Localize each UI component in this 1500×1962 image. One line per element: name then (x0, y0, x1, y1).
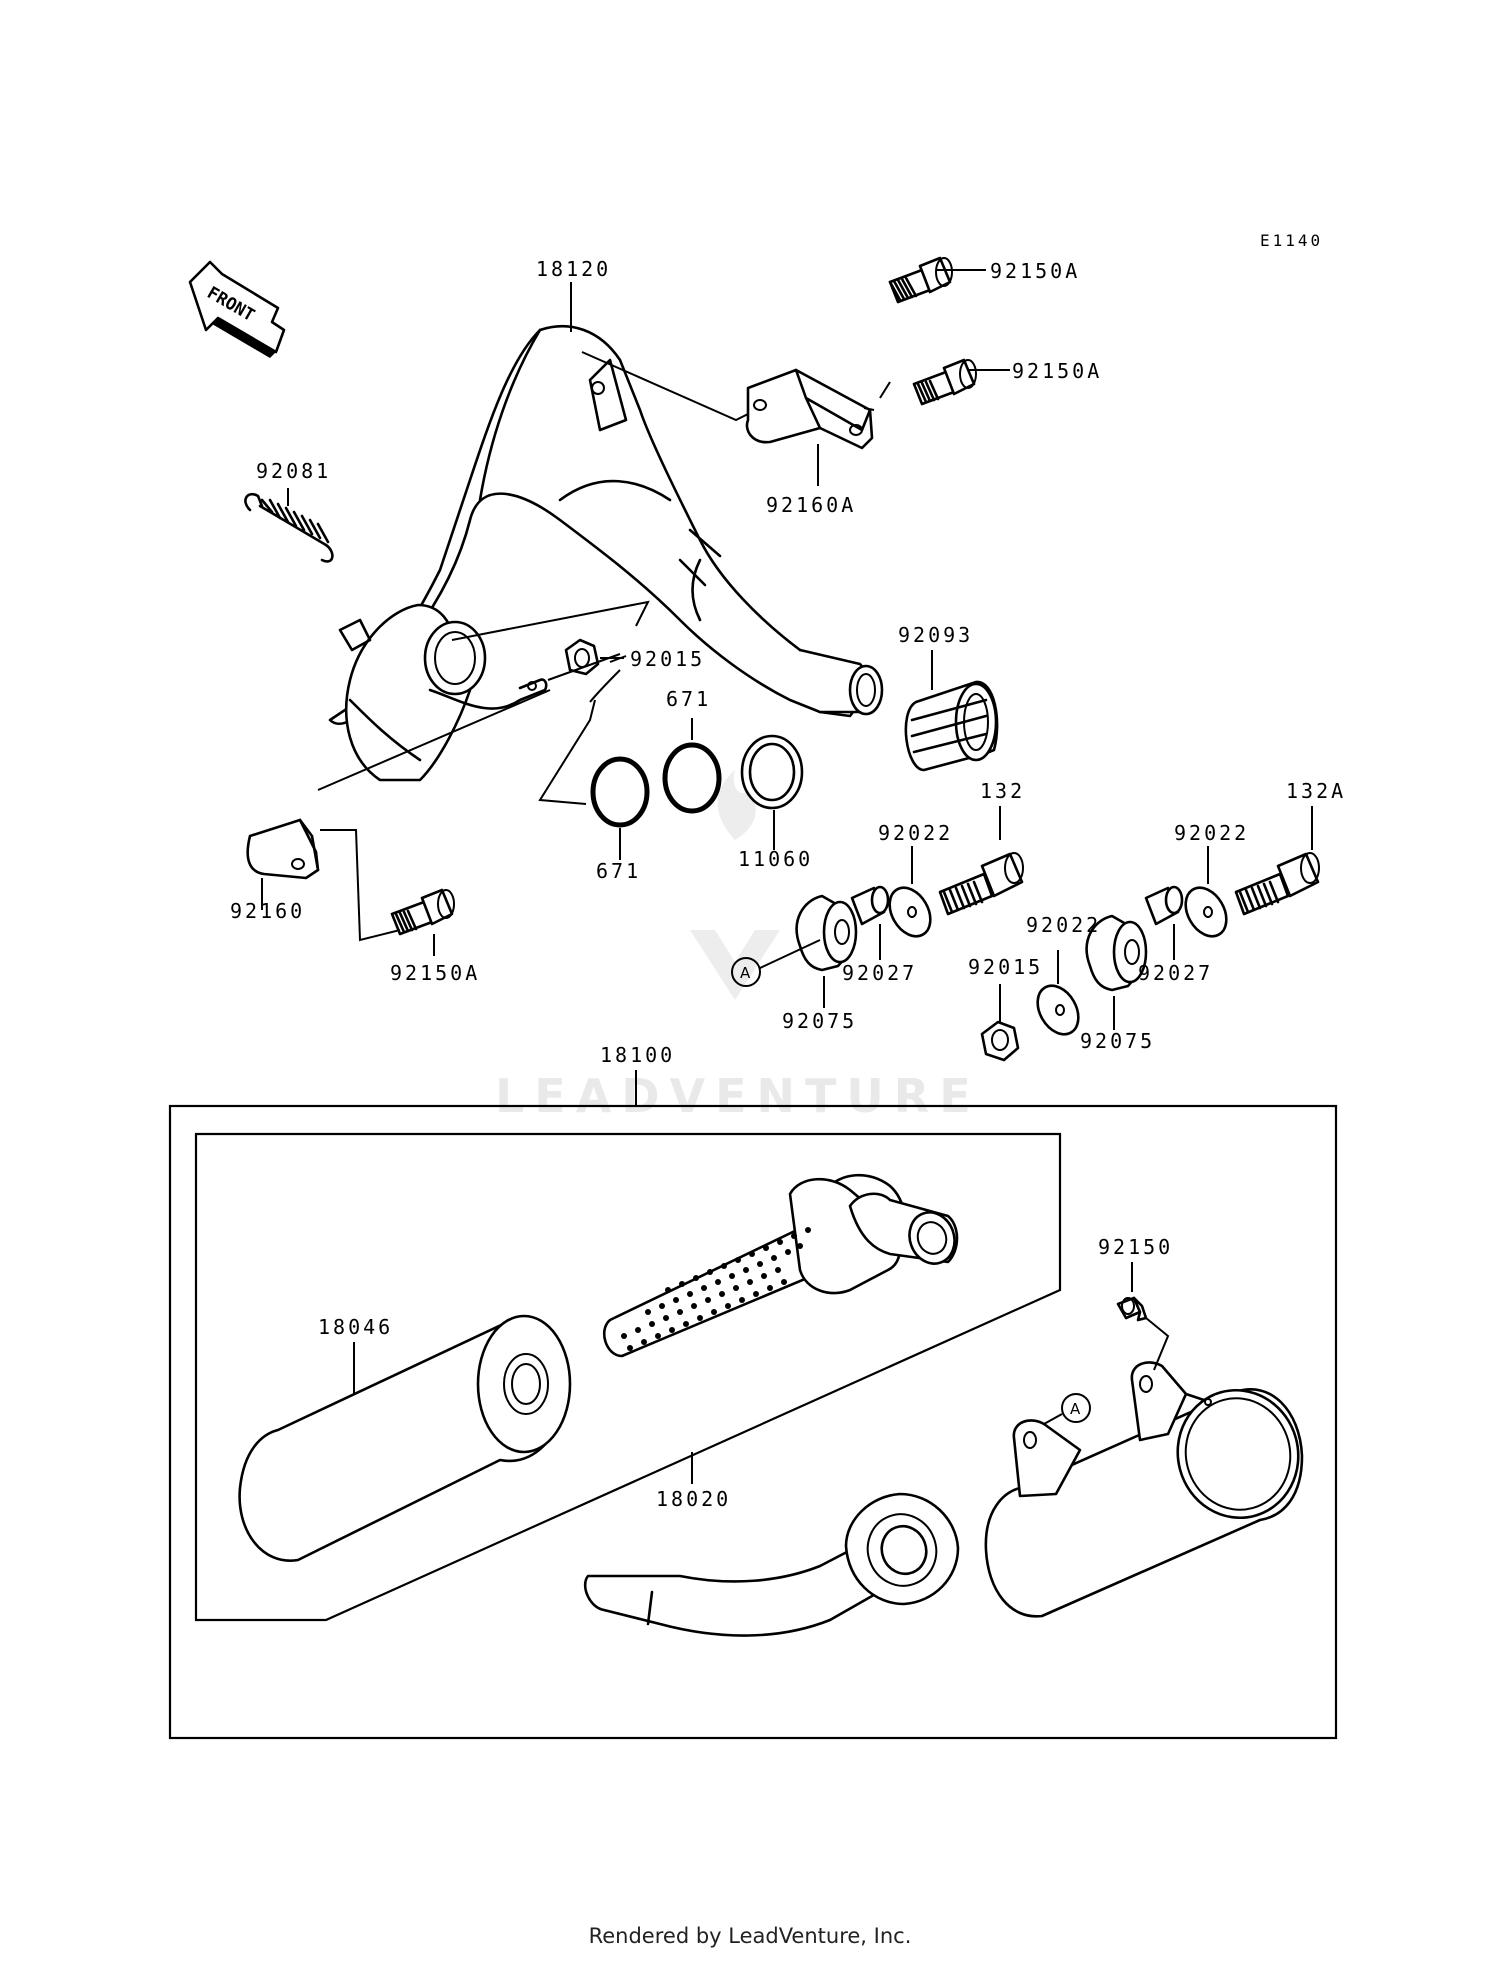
watermark-text: LEADVENTURE (495, 1069, 981, 1123)
watermark: LEADVENTURE (495, 770, 981, 1123)
label-92093: 92093 (898, 623, 973, 647)
leader-lines-top (261, 269, 1313, 1030)
washer-92022-right (1184, 886, 1228, 938)
muffler-body (984, 1361, 1304, 1618)
label-92027-right: 92027 (1138, 961, 1213, 985)
label-92075-left: 92075 (782, 1009, 857, 1033)
bolt-92150A-lower (390, 888, 455, 936)
expansion-chamber-18120 (328, 325, 884, 782)
label-92027-left: 92027 (842, 961, 917, 985)
bracket-92160A (745, 368, 874, 450)
label-92150A-1: 92150A (990, 259, 1080, 283)
label-92022-right: 92022 (1174, 821, 1249, 845)
bolt-92150A-top-2 (912, 358, 977, 406)
ref-marker-a-lower-label: A (1070, 1400, 1081, 1418)
bolt-132A (1234, 852, 1320, 916)
label-18046: 18046 (318, 1315, 393, 1339)
ref-marker-a-lower: A (1061, 1393, 1091, 1423)
footer-credit: Rendered by LeadVenture, Inc. (588, 1924, 912, 1948)
diagram-code: E1140 (1260, 231, 1323, 250)
bolt-132 (938, 852, 1024, 916)
ref-marker-a-upper: A (731, 957, 761, 987)
label-92160: 92160 (230, 899, 305, 923)
washer-92022-left (888, 886, 932, 938)
assembly-box-18100 (168, 1104, 1338, 1740)
washer-92022-middle (1036, 984, 1080, 1036)
label-671-front: 671 (596, 859, 641, 883)
label-18120: 18120 (536, 257, 611, 281)
label-92075-right: 92075 (1080, 1029, 1155, 1053)
label-92150A-2: 92150A (1012, 359, 1102, 383)
label-671-rear: 671 (666, 687, 711, 711)
nut-92015-lower (980, 1020, 1020, 1062)
label-92022-left: 92022 (878, 821, 953, 845)
label-92022-middle: 92022 (1026, 913, 1101, 937)
nut-92015-top (564, 638, 600, 676)
front-direction-arrow: FRONT (188, 260, 286, 358)
muffler-end-cap (583, 1492, 960, 1637)
spring-92081 (244, 492, 334, 563)
o-ring-671-front (590, 756, 650, 828)
grommet-92075-right (1085, 914, 1148, 992)
ref-marker-a-upper-label: A (740, 964, 751, 982)
label-92150A-3: 92150A (390, 961, 480, 985)
label-92081: 92081 (256, 459, 331, 483)
o-ring-671-rear (662, 742, 722, 814)
part-labels: 18120 92150A 92150A 92160A 92081 92015 9… (230, 257, 1346, 1511)
bracket-92160 (246, 818, 320, 880)
label-132A: 132A (1286, 779, 1346, 803)
perforated-inner-pipe (603, 1173, 959, 1358)
label-92015-2: 92015 (968, 955, 1043, 979)
bolt-92150A-top-1 (888, 256, 953, 304)
collar-92027-left (850, 885, 890, 926)
collar-92027-right (1144, 885, 1184, 926)
label-18020: 18020 (656, 1487, 731, 1511)
sleeve-92093 (904, 680, 999, 772)
gasket-11060 (740, 734, 804, 810)
bolt-92150 (1116, 1296, 1148, 1322)
label-92015-1: 92015 (630, 647, 705, 671)
label-18100: 18100 (600, 1043, 675, 1067)
grommet-92075-left (795, 894, 858, 972)
label-92160A: 92160A (766, 493, 856, 517)
muffler-shell-18046 (238, 1314, 572, 1562)
label-11060: 11060 (738, 847, 813, 871)
label-132: 132 (980, 779, 1025, 803)
label-92150: 92150 (1098, 1235, 1173, 1259)
